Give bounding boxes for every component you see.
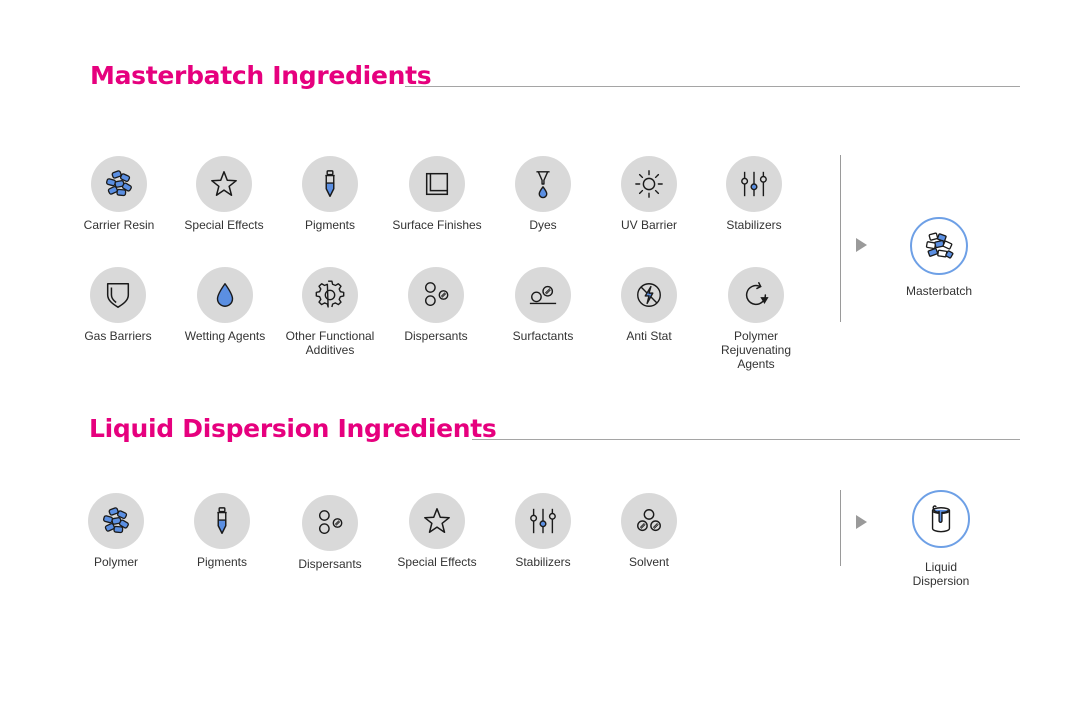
dropper-icon [325, 170, 335, 197]
liquid-arrow-icon [856, 515, 867, 529]
ingredient-label: Dispersants [404, 329, 468, 343]
ingredient-label: Carrier Resin [83, 218, 155, 232]
ingredient-label: Stabilizers [515, 555, 571, 569]
ingredient-label: Surface Finishes [392, 218, 482, 232]
resin-pellets-icon [105, 170, 132, 197]
ingredient-label: Other Functional Additives [285, 329, 375, 357]
ingredient-special-effects[interactable]: Special Effects [387, 493, 487, 569]
ingredient-polymer[interactable]: Polymer [66, 493, 166, 569]
ingredient-stabilizers[interactable]: Stabilizers [493, 493, 593, 569]
dye-drop-icon [536, 171, 550, 199]
ingredient-dispersants[interactable]: Dispersants [386, 267, 486, 343]
ingredient-label: Dyes [529, 218, 557, 232]
ingredient-dispersants[interactable]: Dispersants [280, 495, 380, 571]
ingredient-label: Dispersants [298, 557, 362, 571]
shield-icon [106, 283, 130, 308]
masterbatch-divider [840, 155, 841, 322]
ingredient-label: Gas Barriers [84, 329, 152, 343]
masterbatch-pellets-icon [925, 232, 954, 259]
ingredient-wetting-agents[interactable]: Wetting Agents [175, 267, 275, 343]
ingredient-gas-barriers[interactable]: Gas Barriers [68, 267, 168, 343]
refresh-icon [745, 282, 769, 306]
ingredient-label: Polymer [93, 555, 138, 569]
masterbatch-section-title: Masterbatch Ingredients [90, 61, 432, 90]
result-liquid-dispersion[interactable]: Liquid Dispersion [891, 490, 991, 588]
ingredient-pigments[interactable]: Pigments [172, 493, 272, 569]
resin-pellets-icon [102, 507, 129, 534]
ingredient-surfactants[interactable]: Surfactants [493, 267, 593, 343]
surfactant-circles-icon [529, 285, 557, 305]
liquid-title-rule [472, 439, 1020, 440]
ingredient-label: Special Effects [184, 218, 264, 232]
ingredient-special-effects[interactable]: Special Effects [174, 156, 274, 232]
dispersant-circles-icon [424, 282, 449, 307]
no-static-icon [637, 283, 661, 307]
gear-icon [315, 280, 345, 308]
liquid-divider [840, 490, 841, 566]
ingredient-label: Solvent [628, 555, 670, 569]
paint-bucket-icon [931, 505, 951, 533]
ingredient-label: Surfactants [512, 329, 574, 343]
solvent-circles-icon [637, 509, 661, 532]
result-masterbatch[interactable]: Masterbatch [889, 217, 989, 298]
dispersant-circles-icon [318, 510, 343, 535]
ingredient-polymer-rejuvenating-agents[interactable]: Polymer Rejuvenating Agents [706, 267, 806, 371]
sliders-icon [530, 508, 556, 534]
masterbatch-title-rule [405, 86, 1020, 87]
sliders-icon [741, 171, 767, 197]
ingredient-solvent[interactable]: Solvent [599, 493, 699, 569]
ingredient-label: Wetting Agents [184, 329, 266, 343]
ingredient-uv-barrier[interactable]: UV Barrier [599, 156, 699, 232]
result-label: Masterbatch [905, 284, 973, 298]
ingredient-label: Anti Stat [626, 329, 672, 343]
ingredient-stabilizers[interactable]: Stabilizers [704, 156, 804, 232]
star-icon [211, 171, 237, 196]
ingredient-dyes[interactable]: Dyes [493, 156, 593, 232]
water-drop-icon [216, 283, 234, 307]
result-label: Liquid Dispersion [912, 560, 970, 588]
masterbatch-arrow-icon [856, 238, 867, 252]
ingredient-label: Stabilizers [726, 218, 782, 232]
ingredient-anti-stat[interactable]: Anti Stat [599, 267, 699, 343]
ingredient-label: UV Barrier [620, 218, 677, 232]
dropper-icon [217, 507, 227, 534]
ingredient-other-functional-additives[interactable]: Other Functional Additives [280, 267, 380, 357]
star-icon [424, 508, 450, 533]
ingredient-carrier-resin[interactable]: Carrier Resin [69, 156, 169, 232]
ingredient-pigments[interactable]: Pigments [280, 156, 380, 232]
ingredient-label: Pigments [196, 555, 248, 569]
square-panel-icon [425, 172, 449, 196]
ingredient-label: Pigments [304, 218, 356, 232]
ingredient-surface-finishes[interactable]: Surface Finishes [387, 156, 487, 232]
liquid-section-title: Liquid Dispersion Ingredients [89, 414, 497, 443]
ingredient-label: Polymer Rejuvenating Agents [720, 329, 792, 371]
sun-icon [635, 170, 663, 198]
ingredient-label: Special Effects [397, 555, 477, 569]
